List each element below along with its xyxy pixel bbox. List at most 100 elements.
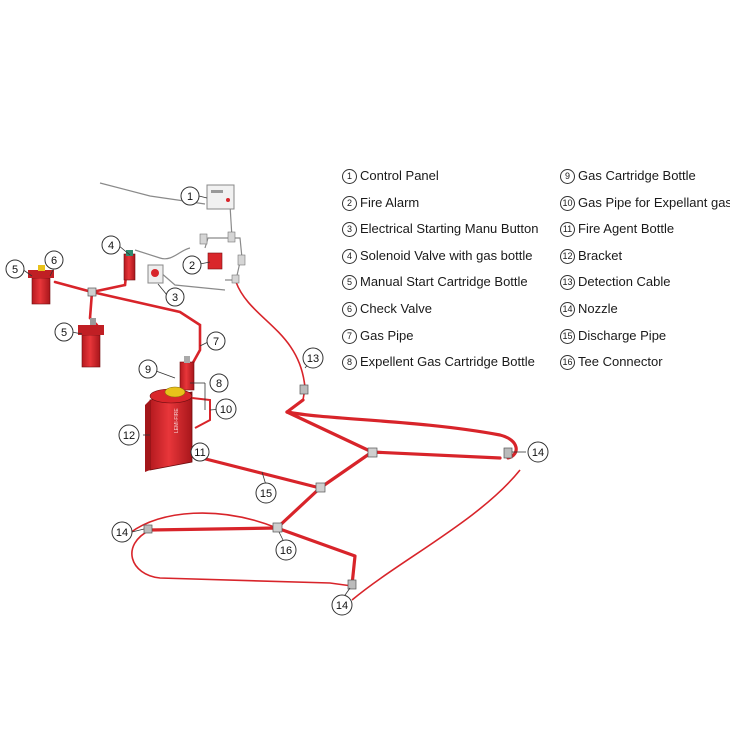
callout-9: 9 — [138, 359, 158, 379]
gas-cartridge-bottle — [179, 356, 195, 391]
legend-number: 4 — [342, 248, 357, 264]
callout-14-left: 14 — [111, 521, 133, 543]
nozzles — [143, 384, 513, 590]
legend-number: 5 — [342, 275, 357, 291]
manual-cartridge-bottle-2 — [78, 318, 104, 368]
legend-number: 2 — [342, 195, 357, 211]
legend-label: Gas Pipe for Expellant gas — [578, 194, 730, 210]
legend-number: 10 — [560, 195, 575, 211]
panel-valves — [199, 231, 246, 284]
legend-label: Gas Pipe — [360, 327, 414, 343]
callout-1: 1 — [180, 186, 200, 206]
svg-text:2: 2 — [189, 260, 195, 272]
fire-alarm — [207, 252, 223, 270]
legend-label: Discharge Pipe — [578, 327, 667, 343]
solenoid-valve-bottle — [123, 250, 136, 281]
callout-4: 4 — [101, 235, 121, 255]
control-panel — [206, 184, 235, 210]
svg-text:14: 14 — [532, 447, 544, 459]
svg-text:3: 3 — [172, 292, 178, 304]
svg-text:8: 8 — [216, 378, 222, 390]
callout-13: 13 — [302, 347, 324, 369]
svg-text:9: 9 — [145, 364, 151, 376]
bottle-brand-text: LEMI-FIRE — [174, 408, 180, 433]
svg-text:14: 14 — [116, 527, 128, 539]
tee-connectors — [87, 287, 378, 533]
legend-number: 1 — [342, 169, 357, 184]
callout-11: 11 — [190, 442, 210, 462]
legend-number: 16 — [560, 355, 575, 371]
legend-label: Detection Cable — [578, 274, 671, 290]
callout-15: 15 — [255, 482, 277, 504]
callout-7: 7 — [206, 331, 226, 351]
legend-label: Electrical Starting Manu Button — [360, 221, 539, 237]
legend-number: 9 — [560, 169, 575, 184]
callout-5-top: 5 — [5, 259, 25, 279]
legend-label: Gas Cartridge Bottle — [578, 168, 696, 183]
legend-label: Fire Agent Bottle — [578, 221, 675, 237]
fire-agent-bottle: LEMI-FIRE — [149, 386, 193, 471]
svg-text:11: 11 — [194, 447, 205, 459]
svg-text:5: 5 — [61, 327, 67, 339]
callout-3: 3 — [165, 287, 185, 307]
legend-number: 7 — [342, 328, 357, 344]
legend-number: 12 — [560, 248, 575, 264]
legend-number: 3 — [342, 222, 357, 238]
legend-label: Expellent Gas Cartridge Bottle — [360, 354, 535, 370]
legend-number: 6 — [342, 302, 357, 317]
svg-text:6: 6 — [51, 255, 57, 267]
svg-text:4: 4 — [108, 240, 114, 252]
legend-number: 8 — [342, 355, 357, 371]
callout-8: 8 — [209, 373, 229, 393]
svg-text:1: 1 — [187, 191, 193, 203]
legend-label: Bracket — [578, 247, 623, 263]
callout-5-bottom: 5 — [54, 322, 74, 342]
expellant-gas-pipe — [191, 397, 211, 429]
svg-text:12: 12 — [123, 430, 135, 442]
legend-label: Nozzle — [578, 301, 618, 316]
legend-label: Solenoid Valve with gas bottle — [360, 247, 533, 263]
discharge-pipes — [148, 398, 518, 587]
callout-10: 10 — [215, 398, 237, 420]
callout-14-bottom: 14 — [331, 594, 353, 616]
legend-number: 13 — [560, 275, 575, 291]
svg-text:14: 14 — [336, 600, 348, 612]
legend-number: 11 — [560, 222, 575, 238]
legend-number: 14 — [560, 302, 575, 317]
callout-6: 6 — [44, 250, 64, 270]
callout-2: 2 — [182, 255, 202, 275]
discharge-loops — [129, 469, 521, 601]
legend-label: Control Panel — [360, 168, 439, 183]
legend-label: Tee Connector — [578, 354, 663, 370]
legend-label: Fire Alarm — [360, 194, 420, 210]
svg-text:15: 15 — [260, 488, 272, 500]
bracket — [145, 400, 150, 472]
manual-button — [147, 264, 164, 284]
legend-label: Check Valve — [360, 301, 433, 316]
callout-14-right: 14 — [527, 441, 549, 463]
legend-label: Manual Start Cartridge Bottle — [360, 274, 528, 290]
manual-cartridge-bottle-1 — [28, 265, 54, 305]
svg-text:13: 13 — [307, 353, 319, 365]
detection-cable — [235, 281, 306, 401]
svg-text:10: 10 — [220, 404, 232, 416]
svg-text:7: 7 — [213, 336, 219, 348]
